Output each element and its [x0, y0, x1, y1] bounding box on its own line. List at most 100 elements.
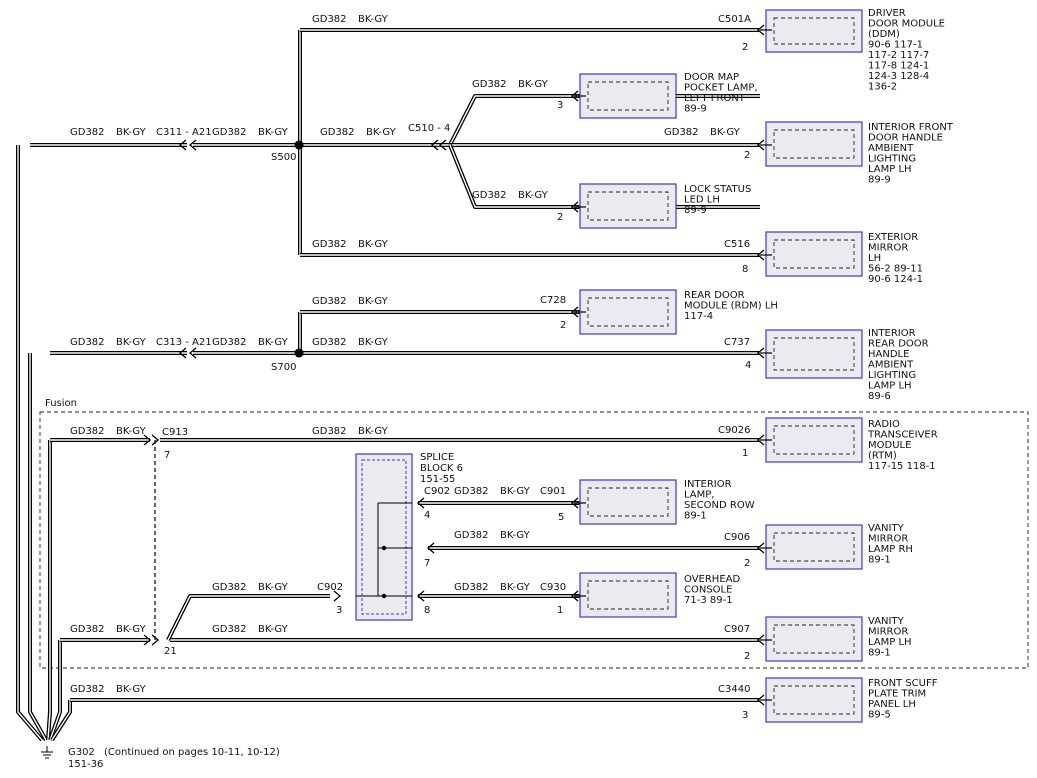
ground-run-3-core	[47, 440, 51, 741]
component-intrear-name-3: AMBIENT	[868, 360, 914, 371]
wire-c902b-core	[167, 595, 330, 641]
component-overhead-mark-icon	[570, 590, 579, 602]
component-mirror-name-2: LH	[868, 253, 881, 264]
component-vanlh-pin: 2	[744, 651, 750, 662]
component-intrear-mark-icon	[756, 347, 765, 359]
component-mirror-pin: 8	[742, 264, 748, 275]
wire-circuit-label: GD382	[70, 624, 105, 635]
wire-color-label: BK-GY	[358, 426, 389, 437]
component-lockled-name-0: LOCK STATUS	[684, 184, 751, 195]
component-vanrh-pin: 2	[744, 558, 750, 569]
component-rdm-inner	[587, 297, 669, 327]
wire-circuit-label: GD382	[472, 190, 507, 201]
connector-c902a-label: C902	[424, 486, 450, 497]
wire-color-label: BK-GY	[358, 337, 389, 348]
connector-marks-group	[143, 24, 765, 706]
component-rdm-ref-0: 117-4	[684, 311, 713, 322]
component-intrear-name-5: LAMP LH	[868, 381, 912, 392]
splice-dot-s500	[294, 140, 304, 150]
component-vanlh-ref-0: 89-1	[868, 648, 891, 659]
wire-color-label: BK-GY	[358, 14, 389, 25]
component-vanlh-name-1: MIRROR	[868, 627, 908, 638]
component-lockled	[579, 183, 677, 229]
component-ddm-mark-icon	[756, 24, 765, 36]
component-lockled-inner	[587, 191, 669, 221]
wire-color-label: BK-GY	[500, 530, 531, 541]
component-vanrh-connector: C906	[724, 532, 750, 543]
wire-circuit-label: GD382	[312, 426, 347, 437]
ground-ref: 151-36	[68, 759, 103, 770]
component-overhead-name-1: CONSOLE	[684, 585, 732, 596]
wire-circuit-label: GD382	[320, 127, 355, 138]
c311-mark-icon	[178, 139, 187, 151]
component-scuff-mark-icon	[756, 694, 765, 706]
ground-run-5-core	[51, 700, 71, 741]
component-scuff-name-1: PLATE TRIM	[868, 689, 926, 700]
wire-circuit-label: GD382	[312, 14, 347, 25]
wire-circuit-label: GD382	[212, 624, 247, 635]
wire-color-label: BK-GY	[258, 127, 289, 138]
wire-circuit-label: GD382	[454, 486, 489, 497]
component-rtm-pin: 1	[742, 448, 748, 459]
wire-color-label: BK-GY	[500, 486, 531, 497]
component-intfront-inner	[773, 129, 855, 159]
wire-circuit-label: GD382	[70, 426, 105, 437]
wire-circuit-label: GD382	[212, 127, 247, 138]
component-rtm-name-2: MODULE	[868, 440, 911, 451]
component-scuff	[765, 677, 863, 723]
wire-circuit-label: GD382	[454, 582, 489, 593]
component-intrear-ref-0: 89-6	[868, 391, 891, 402]
component-intfront	[765, 121, 863, 167]
component-lockled-mark-icon	[570, 201, 579, 213]
wire-color-label: BK-GY	[518, 79, 549, 90]
wire-color-label: BK-GY	[116, 624, 147, 635]
component-rtm-name-0: RADIO	[868, 419, 900, 430]
component-mirror-name-0: EXTERIOR	[868, 232, 918, 243]
component-intlamp-mark-icon	[570, 497, 579, 509]
component-scuff-ref-0: 89-5	[868, 710, 891, 721]
component-overhead-inner	[587, 580, 669, 610]
wire-circuit-label: GD382	[312, 337, 347, 348]
c913b-mark2-icon	[151, 634, 160, 646]
component-intlamp-name-0: INTERIOR	[684, 479, 732, 490]
ground-run-4-core	[49, 640, 61, 741]
ground-symbol-icon	[41, 746, 53, 759]
ground-run-1-core	[17, 145, 43, 741]
c902a-mark-icon	[416, 497, 425, 509]
component-mirror-inner	[773, 239, 855, 269]
component-overhead	[579, 572, 677, 618]
splice-block-name-2: BLOCK 6	[420, 463, 463, 474]
component-ddm-inner	[773, 17, 855, 45]
component-rtm	[765, 417, 863, 463]
fusion-region	[39, 411, 1029, 669]
wire-color-label: BK-GY	[258, 624, 289, 635]
component-intrear-name-0: INTERIOR	[868, 328, 916, 339]
component-rdm-pin: 2	[560, 320, 566, 331]
component-intrear-name-4: LIGHTING	[868, 370, 916, 381]
component-intfront-name-3: LIGHTING	[868, 154, 916, 165]
component-ddm-ref-4: 136-2	[868, 82, 897, 93]
component-doormap-mark-icon	[570, 90, 579, 102]
component-vanlh-name-0: VANITY	[868, 616, 905, 627]
component-ddm-ref-3: 124-3 128-4	[868, 71, 929, 82]
wire-circuit-label: GD382	[312, 239, 347, 250]
wire-c902b	[166, 594, 330, 641]
wire-circuit-label: GD382	[70, 684, 105, 695]
fusion-label: Fusion	[45, 398, 77, 409]
component-intlamp-connector: C901	[540, 486, 566, 497]
wire-color-label: BK-GY	[518, 190, 549, 201]
wire-color-label: BK-GY	[358, 239, 389, 250]
component-ddm-ref-0: 90-6 117-1	[868, 40, 923, 51]
wire-color-label: BK-GY	[116, 684, 147, 695]
splice7-mark-icon	[426, 542, 435, 554]
component-ddm-ref-2: 117-8 124-1	[868, 61, 929, 72]
component-rdm-name-0: REAR DOOR	[684, 290, 745, 301]
component-vanlh	[765, 616, 863, 662]
wire-circuit-label: GD382	[70, 337, 105, 348]
component-intlamp-ref-0: 89-1	[684, 511, 707, 522]
connector-c510-label: C510 - 4	[408, 123, 450, 134]
splice-block-pin-7: 7	[424, 558, 430, 569]
c510-mark2-icon	[438, 139, 447, 151]
